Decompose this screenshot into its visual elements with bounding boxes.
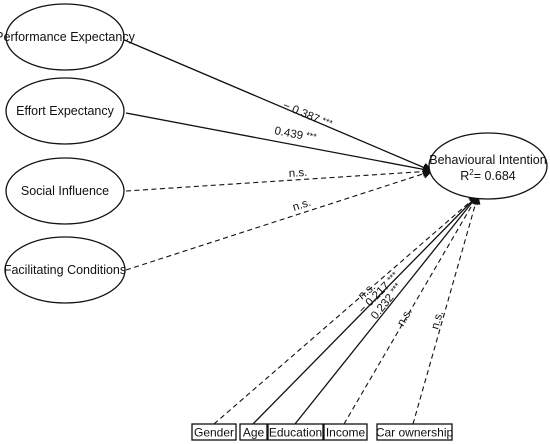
node-performance-expectancy [5,3,125,71]
coef-stars: *** [305,130,318,142]
node-facilitating-conditions [4,236,126,304]
node-effort-expectancy [5,77,125,145]
control-label-education: Education [269,426,322,440]
node-label-effort-expectancy: Effort Expectancy [16,104,114,118]
control-label-car-ownership: Car ownership [376,426,454,440]
path-gender [213,194,479,425]
path-social-influence [125,166,433,192]
coef-stars: *** [320,115,334,129]
control-box-education [267,423,324,441]
control-label-gender: Gender [194,426,234,440]
coef-stars: *** [385,269,400,284]
control-box-income [323,423,368,441]
path-performance-expectancy [121,38,433,173]
r-squared-symbol: R [460,169,469,183]
control-label-age: Age [243,426,265,440]
r-squared-value: = 0.684 [474,169,516,183]
coef-label-social-influence: n.s. [288,167,307,180]
path-education [294,194,479,425]
path-effort-expectancy [125,112,433,175]
path-age [252,194,479,425]
node-label-social-influence: Social Influence [21,184,109,198]
coef-label-effort-expectancy: 0.439*** [273,124,317,145]
path-facilitating-conditions [125,169,433,271]
control-box-gender [191,423,237,441]
path-car-ownership [412,194,481,425]
coef-value: − 0.387 [281,100,321,126]
r-squared-superscript: 2 [469,168,474,177]
control-box-car-ownership [376,423,453,441]
r-squared-label: R2= 0.684 [460,168,516,183]
node-label-behavioural-intention: Behavioural Intention [429,153,546,167]
coef-label-facilitating-conditions: n.s. [291,197,312,214]
node-behavioural-intention [428,132,548,200]
coef-label-income: n.s. [395,306,415,328]
coef-label-car-ownership: n.s. [429,310,446,331]
coef-label-performance-expectancy: − 0.387*** [281,99,335,132]
node-social-influence [5,157,125,225]
coef-value: 0.439 [273,125,304,142]
path-income [343,194,479,425]
node-label-facilitating-conditions: Facilitating Conditions [4,263,126,277]
control-box-age [239,423,268,441]
control-label-income: Income [326,426,366,440]
node-label-performance-expectancy: Performance Expectancy [0,30,136,44]
